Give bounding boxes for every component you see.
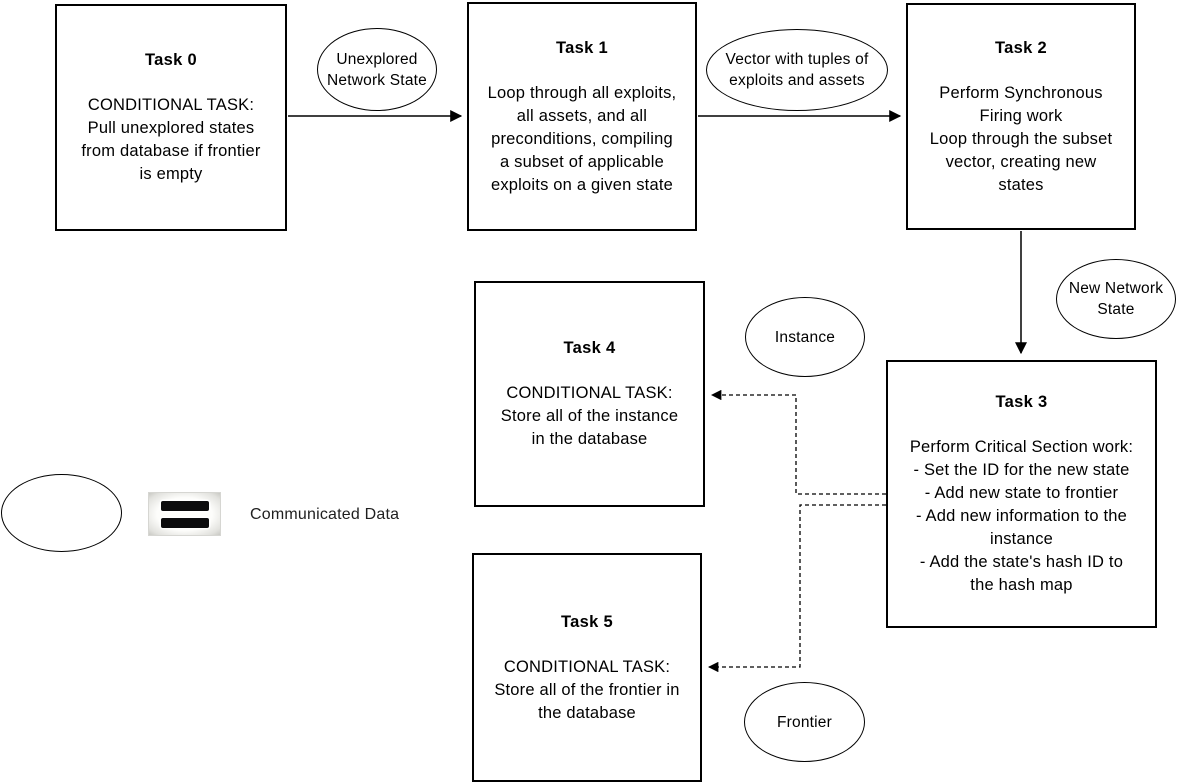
ellipse-unexplored-network-state-label: Unexplored Network State xyxy=(327,50,427,89)
equals-bar-bottom xyxy=(160,517,209,528)
task3-body: Perform Critical Section work: - Set the… xyxy=(909,438,1134,594)
dashed-arrow-task3-to-task5 xyxy=(707,504,886,673)
ellipse-instance-label: Instance xyxy=(774,328,836,346)
equals-icon xyxy=(148,492,221,536)
ellipse-frontier-label: Frontier xyxy=(776,713,832,731)
task4-body: CONDITIONAL TASK: Store all of the insta… xyxy=(500,384,679,448)
task3-box: Task 3 Perform Critical Section work: - … xyxy=(886,360,1157,628)
task3-title: Task 3 xyxy=(995,393,1048,411)
task0-title: Task 0 xyxy=(145,51,197,69)
task5-box: Task 5 CONDITIONAL TASK: Store all of th… xyxy=(472,553,702,782)
ellipse-vector-tuples: Vector with tuples of exploits and asset… xyxy=(706,29,888,111)
legend-label: Communicated Data xyxy=(250,506,400,523)
task1-body: Loop through all exploits, all assets, a… xyxy=(487,83,677,194)
task5-title: Task 5 xyxy=(561,612,613,631)
ellipse-new-network-state: New Network State xyxy=(1056,259,1176,339)
task2-body: Perform Synchronous Firing work Loop thr… xyxy=(929,83,1113,194)
task2-box: Task 2 Perform Synchronous Firing work L… xyxy=(906,3,1136,230)
task0-body: CONDITIONAL TASK: Pull unexplored states… xyxy=(81,96,261,183)
task1-box: Task 1 Loop through all exploits, all as… xyxy=(467,2,697,231)
task4-box: Task 4 CONDITIONAL TASK: Store all of th… xyxy=(474,281,705,507)
dashed-arrow-task3-to-task4 xyxy=(710,389,886,495)
task2-title: Task 2 xyxy=(995,38,1047,57)
task1-title: Task 1 xyxy=(556,38,608,57)
ellipse-new-network-state-label: New Network State xyxy=(1068,280,1164,318)
legend-ellipse-shape xyxy=(1,474,122,552)
ellipse-frontier: Frontier xyxy=(744,682,865,762)
equals-bar-top xyxy=(160,500,209,511)
task0-box: Task 0 CONDITIONAL TASK: Pull unexplored… xyxy=(55,4,287,231)
ellipse-unexplored-network-state: Unexplored Network State xyxy=(317,28,437,111)
ellipse-instance: Instance xyxy=(745,297,865,377)
ellipse-vector-tuples-label: Vector with tuples of exploits and asset… xyxy=(725,51,869,89)
task4-title: Task 4 xyxy=(563,339,616,357)
task5-body: CONDITIONAL TASK: Store all of the front… xyxy=(494,657,680,722)
